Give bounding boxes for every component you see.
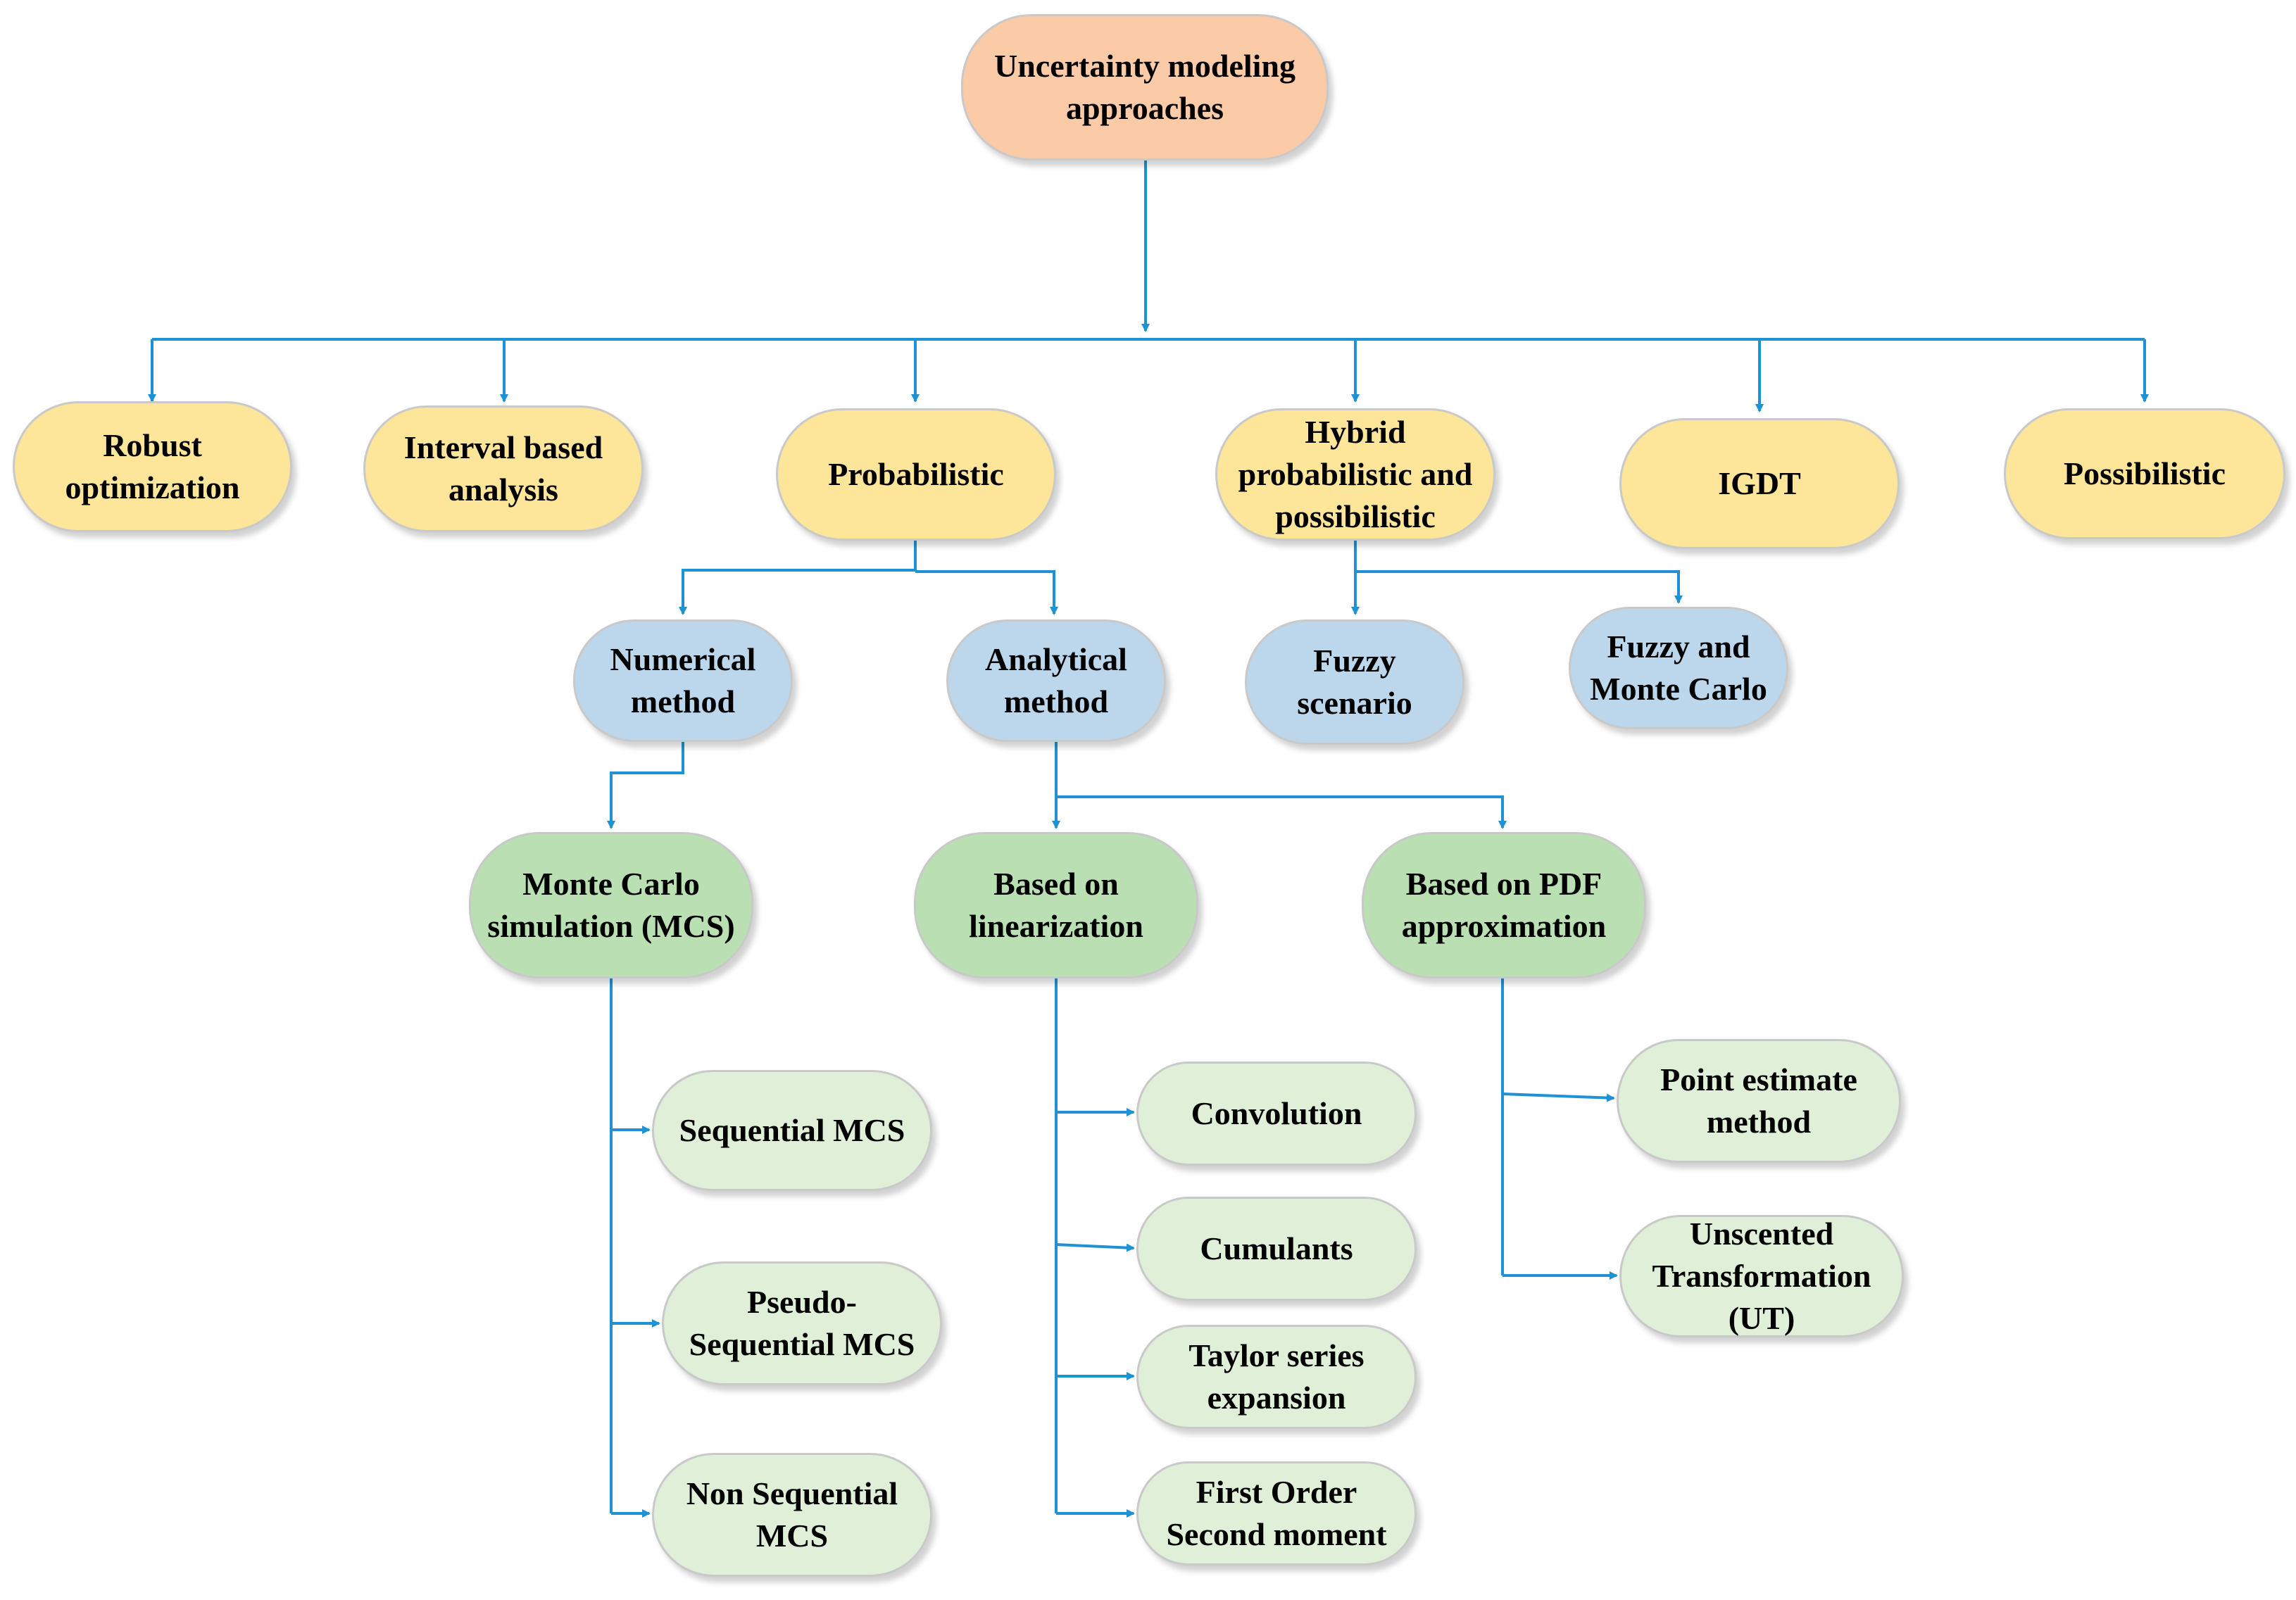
node-unscented-transformation: Unscented Transformation (UT) (1619, 1215, 1904, 1337)
node-monte-carlo-simulation: Monte Carlo simulation (MCS) (469, 832, 753, 978)
connector-to-point-estimate (1502, 1092, 1615, 1102)
node-probabilistic: Probabilistic (776, 408, 1056, 541)
node-cumulants: Cumulants (1136, 1197, 1417, 1301)
connector-to-analytical (915, 570, 1058, 615)
node-taylor-series-expansion: Taylor series expansion (1136, 1325, 1417, 1429)
node-analytical-method: Analytical method (946, 619, 1166, 742)
connector-to-fuzzy-monte-carlo (1355, 570, 1683, 604)
node-non-sequential-mcs: Non Sequential MCS (652, 1453, 932, 1577)
node-based-on-pdf-approximation: Based on PDF approximation (1362, 832, 1646, 978)
node-first-order-second-moment: First Order Second moment (1136, 1461, 1417, 1566)
node-robust-optimization: Robust optimization (13, 401, 292, 532)
connector-to-pdf (1056, 795, 1507, 829)
node-convolution: Convolution (1136, 1062, 1417, 1166)
node-based-on-linearization: Based on linearization (914, 832, 1198, 978)
connector-to-mcs (607, 742, 684, 829)
connector-to-numerical (679, 569, 915, 615)
node-fuzzy-scenario: Fuzzy scenario (1245, 619, 1464, 745)
root-node: Uncertainty modeling approaches (961, 14, 1329, 160)
connector-to-cumulants (1055, 1243, 1135, 1252)
node-fuzzy-and-monte-carlo: Fuzzy and Monte Carlo (1569, 607, 1788, 729)
node-igdt: IGDT (1619, 418, 1900, 549)
node-possibilistic: Possibilistic (2004, 408, 2285, 539)
node-numerical-method: Numerical method (573, 619, 793, 742)
node-point-estimate-method: Point estimate method (1617, 1039, 1901, 1163)
node-pseudo-sequential-mcs: Pseudo- Sequential MCS (662, 1261, 942, 1385)
node-hybrid: Hybrid probabilistic and possibilistic (1215, 408, 1495, 541)
node-interval-based-analysis: Interval based analysis (363, 405, 644, 532)
node-sequential-mcs: Sequential MCS (652, 1070, 932, 1191)
